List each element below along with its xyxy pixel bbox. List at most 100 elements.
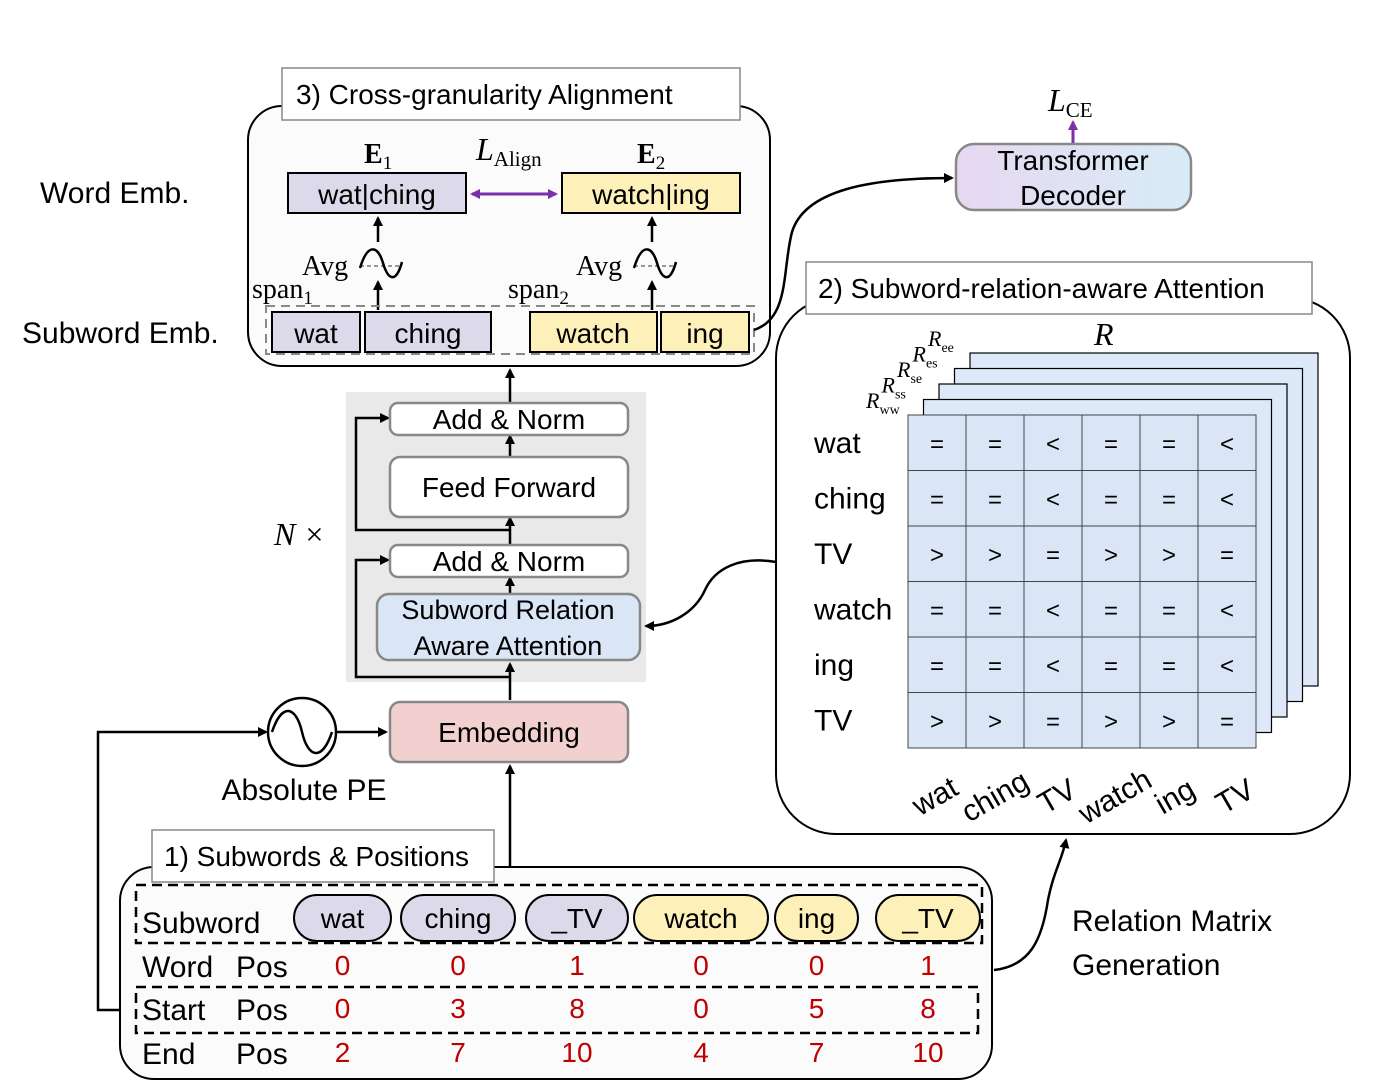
position-row-label-suffix: Pos xyxy=(236,951,288,984)
relation-cell-value: < xyxy=(1220,486,1234,513)
position-value: 1 xyxy=(920,950,936,981)
relation-cell xyxy=(1197,470,1257,527)
subword-pill xyxy=(400,894,516,942)
start-pos-to-pe-arrow xyxy=(96,727,268,1012)
subword-pill xyxy=(293,894,392,942)
relation-cell xyxy=(1023,470,1083,527)
relation-cell xyxy=(907,692,967,749)
add-norm-top-box xyxy=(388,401,630,437)
relation-cell-value: = xyxy=(1162,486,1176,513)
attention-line-2: Aware Attention xyxy=(414,631,603,661)
relation-cell-value: = xyxy=(1104,486,1118,513)
relation-generation-arrow xyxy=(993,838,1070,972)
add-norm-bottom: Add & Norm xyxy=(433,546,586,577)
relation-layer-label: Rse xyxy=(896,357,922,387)
position-value: 8 xyxy=(569,993,585,1024)
relation-cell xyxy=(1023,581,1083,638)
relation-cell-value: > xyxy=(930,708,944,735)
relation-row-label: wat xyxy=(813,427,861,460)
subword-embedding-box-watch xyxy=(529,311,658,353)
relation-cell-value: = xyxy=(988,486,1002,513)
relation-cell-value: = xyxy=(988,597,1002,624)
relation-cell-value: < xyxy=(1046,486,1060,513)
relation-matrix-label: R xyxy=(1093,316,1114,352)
relation-cell-value: > xyxy=(930,542,944,569)
position-row-label-suffix: Pos xyxy=(236,994,288,1027)
subword-embedding-ching: ching xyxy=(395,318,462,349)
relation-cell-value: = xyxy=(930,597,944,624)
relation-cell-value: < xyxy=(1046,597,1060,624)
e1-label: E1 xyxy=(364,139,392,174)
position-row-label: End xyxy=(142,1038,195,1071)
span-label-2: span2 xyxy=(508,274,569,309)
relation-cell xyxy=(1197,581,1257,638)
subword-embedding-box-ing xyxy=(660,311,750,353)
subword-attention-box xyxy=(375,592,642,662)
avg-label-1: Avg xyxy=(302,251,348,282)
relation-cell xyxy=(1139,636,1199,693)
relation-cell-value: = xyxy=(988,653,1002,680)
subword-embedding-watch: watch xyxy=(555,318,629,349)
alignment-panel: 3) Cross-granularity Alignment E1 E2 LAl… xyxy=(247,67,771,367)
n-times-label: N × xyxy=(273,516,325,552)
relation-cell-value: = xyxy=(930,486,944,513)
position-value: 3 xyxy=(450,993,466,1024)
relation-to-attention-arrow xyxy=(644,559,777,631)
relation-cell xyxy=(1139,525,1199,582)
relation-matrix: ==<==<==<==<>>=>>===<==<==<==<>>=>>= xyxy=(907,414,1257,749)
embedding-box xyxy=(388,700,630,764)
subword-pill xyxy=(633,894,769,942)
add-norm-bottom-box xyxy=(388,543,630,579)
relation-cell-value: = xyxy=(1104,597,1118,624)
relation-cell xyxy=(907,581,967,638)
relation-cell-value: < xyxy=(1220,431,1234,458)
relation-cell-value: = xyxy=(988,431,1002,458)
position-value: 0 xyxy=(450,950,466,981)
relation-cell xyxy=(1023,636,1083,693)
feed-forward-box xyxy=(388,455,630,519)
alignment-title: 3) Cross-granularity Alignment xyxy=(296,79,673,110)
relation-layer-label: Res xyxy=(912,342,938,372)
relation-cell-value: = xyxy=(930,431,944,458)
relation-cell-value: < xyxy=(1046,431,1060,458)
relation-cell-value: > xyxy=(1104,708,1118,735)
relation-cell-value: < xyxy=(1046,653,1060,680)
relation-row-label: TV xyxy=(814,538,852,571)
relation-cell-value: > xyxy=(1162,542,1176,569)
relation-cell-value: = xyxy=(1220,708,1234,735)
subword-pill-text: _TV xyxy=(901,903,954,934)
relation-layer-label: Rww xyxy=(865,388,901,418)
position-value: 2 xyxy=(335,1037,351,1068)
relation-cell-value: > xyxy=(1104,542,1118,569)
subword-pill xyxy=(875,894,981,942)
relation-cell-value: > xyxy=(988,542,1002,569)
relation-layer-label: Rss xyxy=(881,373,906,403)
relation-cell-value: < xyxy=(1220,653,1234,680)
subword-pill xyxy=(774,894,859,942)
relation-cell-value: = xyxy=(1162,597,1176,624)
position-value: 0 xyxy=(809,950,825,981)
relation-cell xyxy=(1197,414,1257,471)
absolute-pe-label: Absolute PE xyxy=(221,774,386,807)
position-row-label: Word xyxy=(142,951,213,984)
position-value: 0 xyxy=(693,950,709,981)
relation-cell xyxy=(1081,525,1141,582)
position-value: 0 xyxy=(335,950,351,981)
relation-generation-line-1: Relation Matrix xyxy=(1072,905,1272,938)
relation-cell xyxy=(965,692,1025,749)
relation-layer-label: Ree xyxy=(927,326,954,356)
subword-embedding-wat: wat xyxy=(293,318,338,349)
positions-title: 1) Subwords & Positions xyxy=(164,841,469,872)
transformer-decoder: LCE Transformer Decoder xyxy=(954,82,1193,212)
relation-cell xyxy=(1197,636,1257,693)
position-value: 7 xyxy=(809,1037,825,1068)
decoder-line-2: Decoder xyxy=(1020,180,1126,211)
subword-pill-text: watch xyxy=(663,903,737,934)
span-label-1: span1 xyxy=(252,274,313,309)
position-value: 4 xyxy=(693,1037,709,1068)
relation-cell xyxy=(907,636,967,693)
